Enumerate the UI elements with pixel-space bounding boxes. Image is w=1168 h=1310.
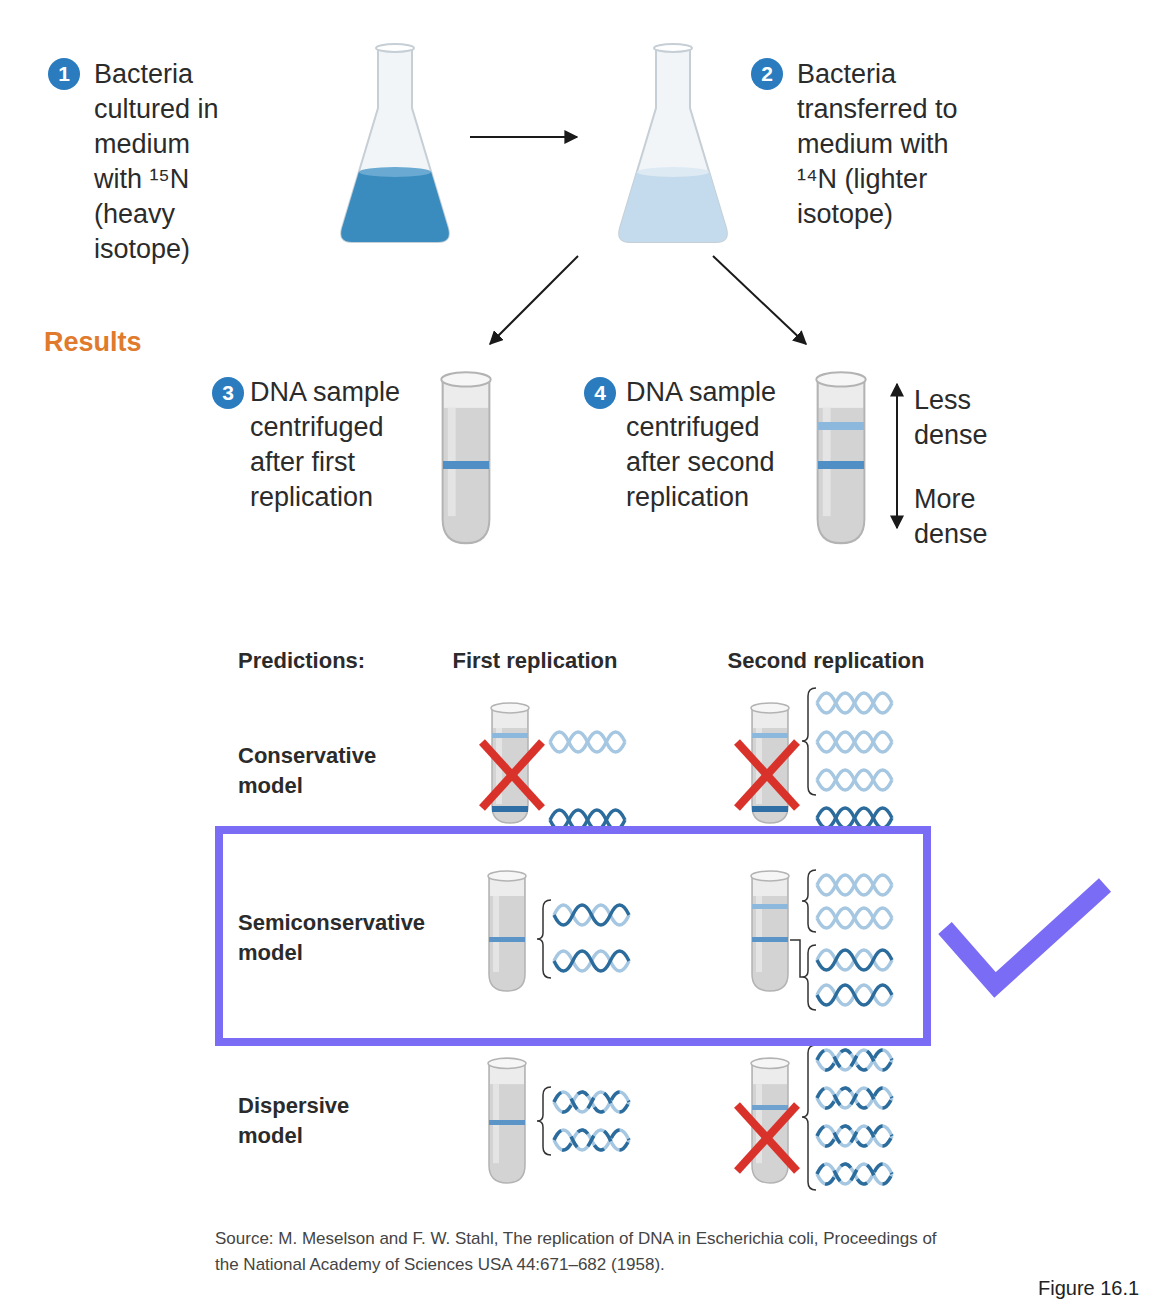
- step-text: DNA sample centrifuged after second repl…: [626, 375, 806, 515]
- bracket: [802, 945, 816, 1010]
- cross-stroke: [737, 1105, 797, 1171]
- section-heading: Results: [44, 325, 244, 360]
- reject-cross: [737, 742, 797, 808]
- prediction-tube: [488, 1058, 526, 1183]
- reject-cross: [737, 1105, 797, 1171]
- dna-band: [752, 1105, 788, 1110]
- dna-band: [752, 937, 788, 942]
- flask-surface: [637, 167, 709, 177]
- dna-helix: [817, 808, 892, 828]
- flask-medium: [341, 172, 449, 242]
- flask-heavy: [341, 44, 449, 242]
- bracket: [802, 1045, 816, 1190]
- dna-helix: [817, 1126, 892, 1146]
- cross-stroke: [482, 742, 542, 808]
- centrifuge-tube: [816, 372, 865, 543]
- flask-medium: [619, 172, 727, 242]
- dna-band: [492, 806, 528, 812]
- cross-stroke: [482, 742, 542, 808]
- dna-band: [443, 461, 489, 469]
- callout-digit: 2: [761, 62, 773, 86]
- cross-stroke: [737, 742, 797, 808]
- step-text: Bacteria cultured in medium with ¹⁵N (he…: [94, 57, 242, 267]
- flask-glass: [341, 48, 449, 242]
- step-text: DNA sample centrifuged after first repli…: [250, 375, 425, 515]
- dna-helix: [817, 1050, 892, 1070]
- dna-band: [489, 937, 525, 942]
- prediction-tube: [488, 871, 526, 991]
- flask-surface: [359, 167, 431, 177]
- dna-helix: [817, 1164, 892, 1184]
- callout-number: 4: [584, 377, 616, 409]
- source-note: Source: M. Meselson and F. W. Stahl, The…: [215, 1226, 940, 1278]
- reject-cross: [482, 742, 542, 808]
- prediction-tube: [751, 871, 789, 991]
- bracket: [802, 688, 816, 795]
- dna-helix: [817, 1088, 892, 1108]
- transfer-arrow: [470, 136, 577, 138]
- figure-number: Figure 16.1: [1038, 1276, 1163, 1300]
- dna-helix: [554, 1130, 629, 1150]
- flask-glass: [619, 48, 727, 242]
- flask-light: [619, 44, 727, 242]
- dna-band: [492, 733, 528, 738]
- callout-number: 1: [48, 58, 80, 90]
- dna-band: [489, 1120, 525, 1125]
- flask-lip: [654, 44, 692, 52]
- dna-band: [818, 461, 864, 469]
- column-heading: Second replication: [716, 646, 936, 676]
- model-label: Dispersive model: [238, 1091, 408, 1151]
- bracket: [537, 900, 551, 978]
- leader-line: [790, 940, 802, 977]
- dna-band: [752, 904, 788, 909]
- callout-digit: 3: [222, 381, 234, 405]
- dna-helix: [550, 732, 625, 752]
- dna-helix: [554, 951, 629, 971]
- check-mark: [945, 885, 1105, 985]
- callout-number: 3: [212, 377, 244, 409]
- callout-number: 2: [751, 58, 783, 90]
- centrifuge-tube: [441, 372, 490, 543]
- axis-label: More dense: [914, 482, 1014, 552]
- column-heading: First replication: [440, 646, 630, 676]
- flask-lip: [376, 44, 414, 52]
- dna-helix: [554, 905, 629, 925]
- axis-label: Less dense: [914, 383, 1014, 453]
- dna-helix: [817, 950, 892, 970]
- cross-stroke: [737, 1105, 797, 1171]
- dna-helix: [817, 985, 892, 1005]
- table-heading: Predictions:: [238, 646, 408, 676]
- dna-helix: [817, 732, 892, 752]
- dna-helix: [817, 693, 892, 713]
- cross-stroke: [737, 742, 797, 808]
- callout-digit: 1: [58, 62, 70, 86]
- sample-arrow: [490, 256, 578, 344]
- sample-arrow: [713, 256, 806, 344]
- bracket: [537, 1087, 551, 1155]
- bracket: [802, 870, 816, 932]
- dna-band: [818, 422, 864, 430]
- highlight-box: Semiconservative model: [215, 826, 931, 1046]
- dna-helix: [817, 875, 892, 895]
- density-arrow: [896, 384, 898, 528]
- dna-helix: [817, 770, 892, 790]
- dna-band: [752, 806, 788, 812]
- dna-band: [752, 733, 788, 738]
- callout-digit: 4: [594, 381, 606, 405]
- model-label: Conservative model: [238, 741, 408, 801]
- dna-helix: [817, 908, 892, 928]
- model-label: Semiconservative model: [238, 908, 443, 968]
- step-text: Bacteria transferred to medium with ¹⁴N …: [797, 57, 962, 232]
- dna-helix: [554, 1092, 629, 1112]
